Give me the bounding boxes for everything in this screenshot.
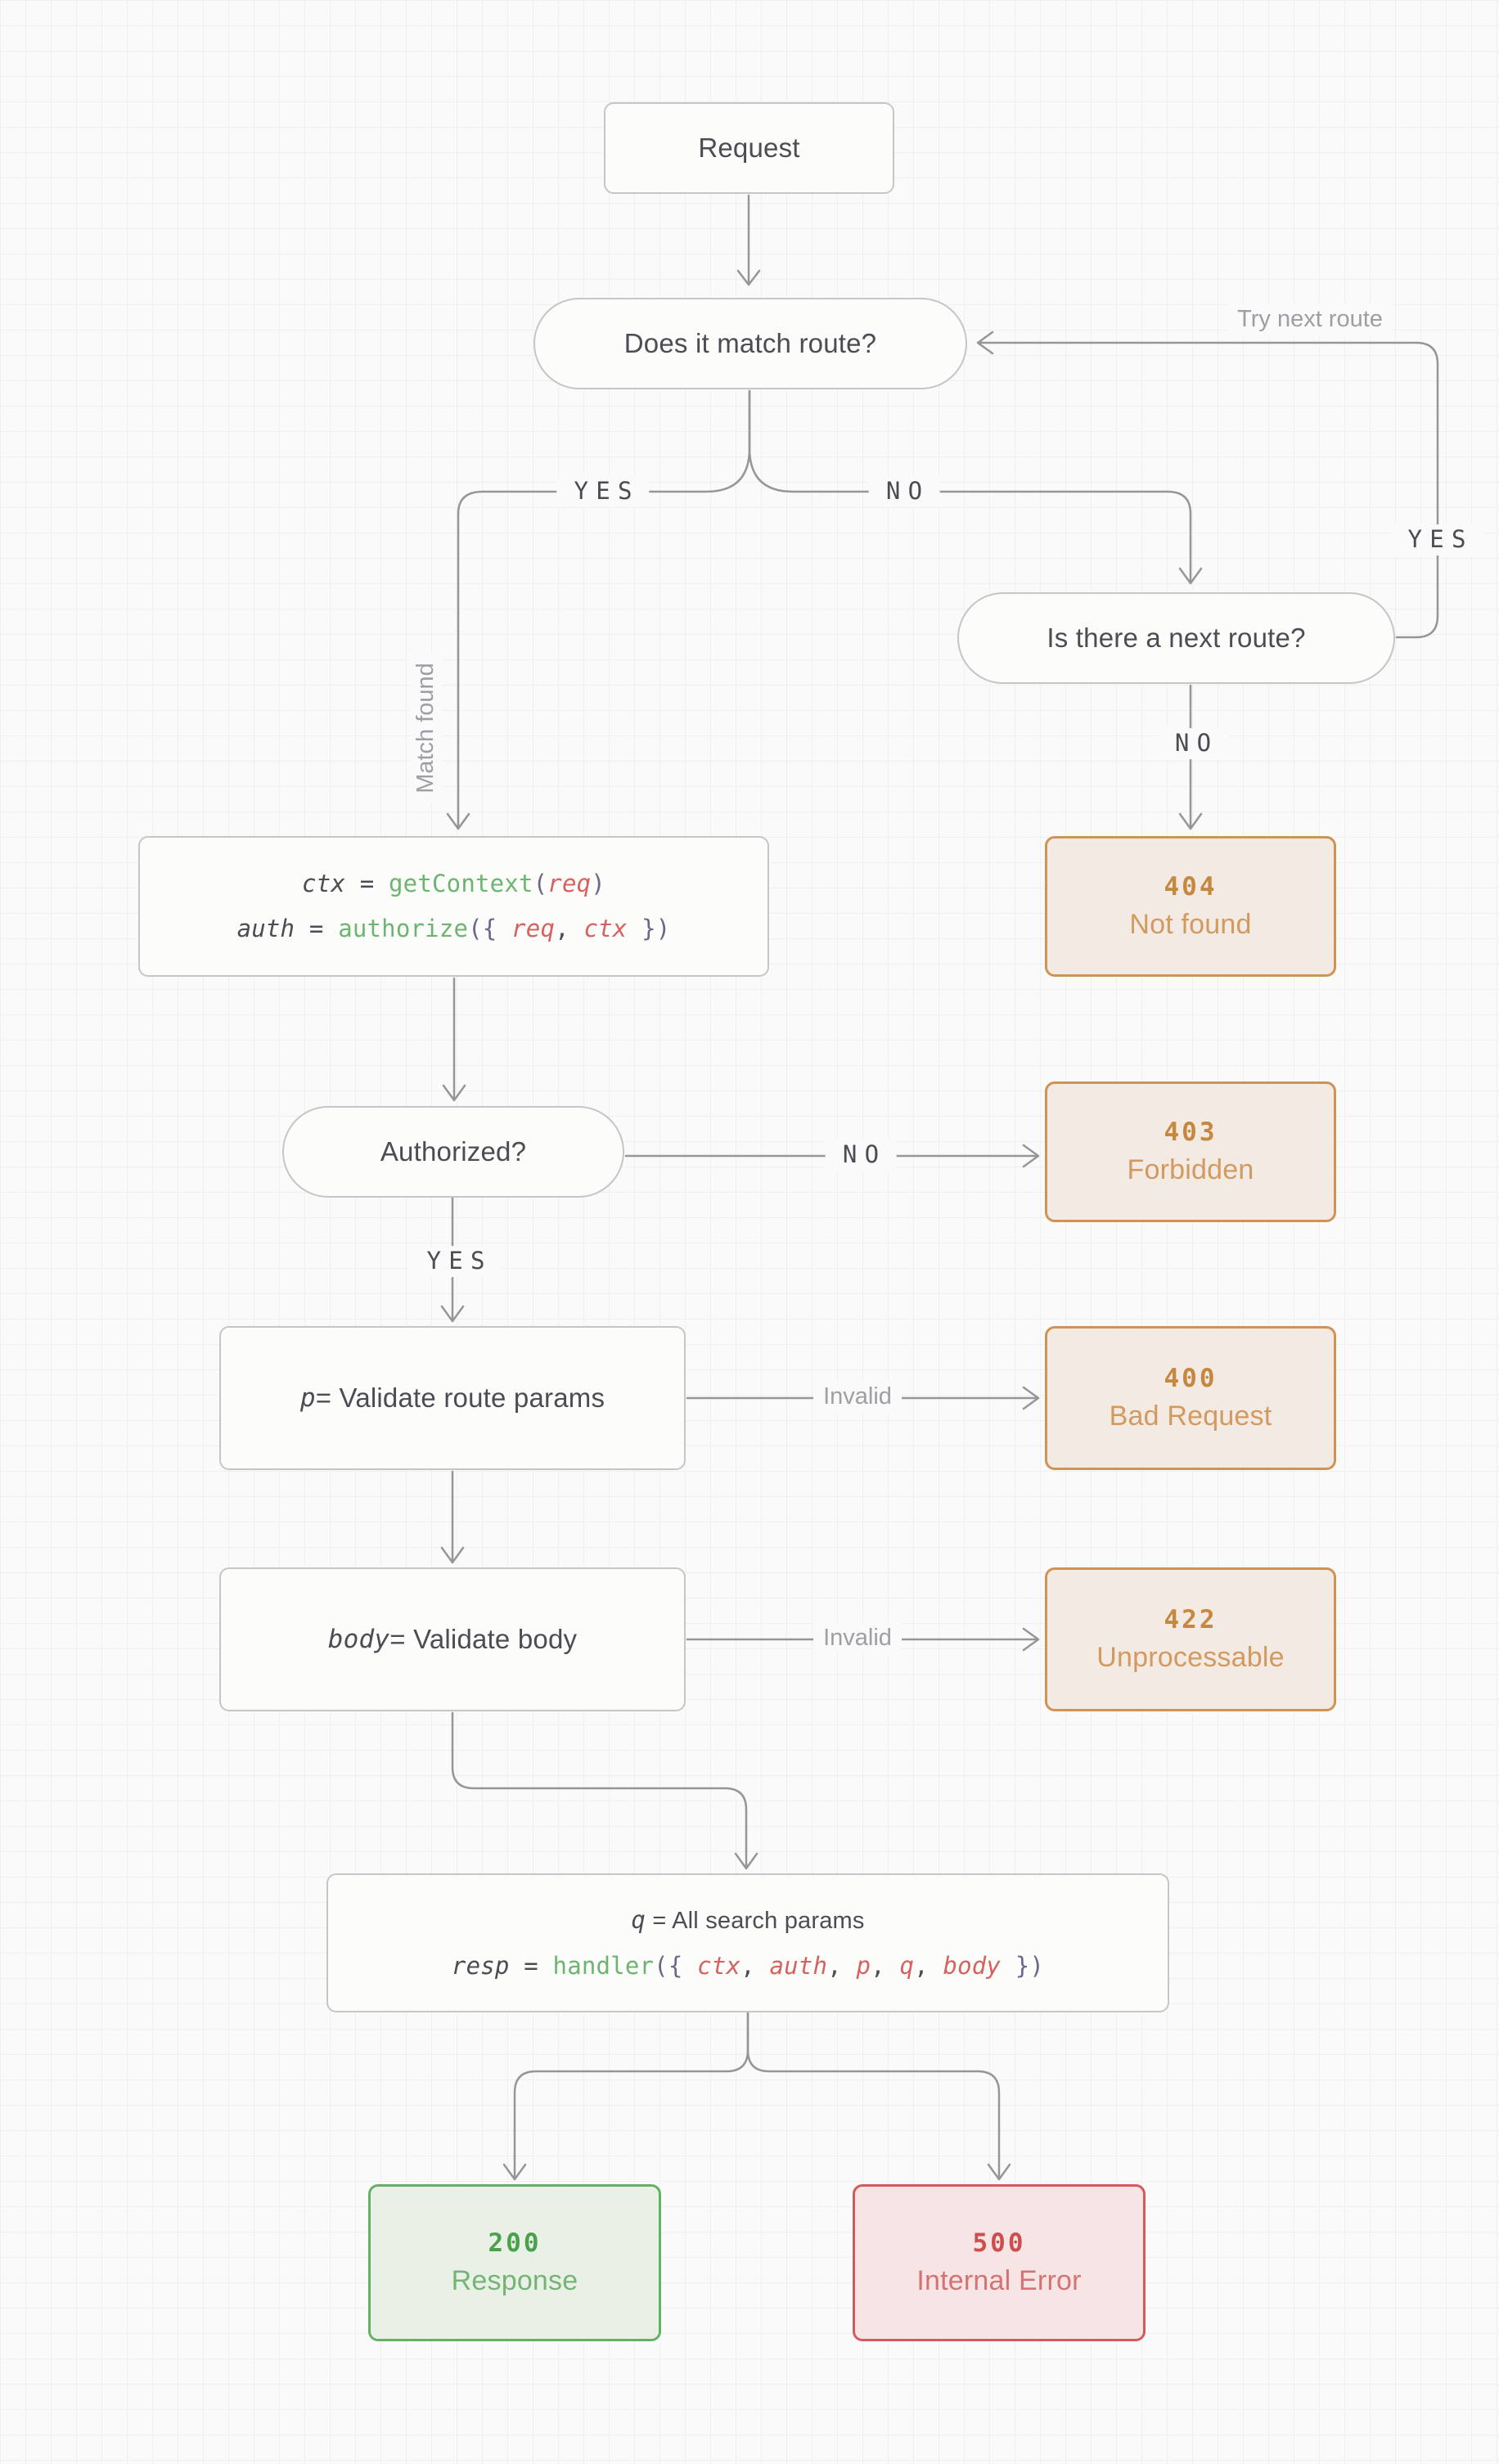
handler-code-node: q = All search params resp = handler({ c… xyxy=(326,1873,1169,2012)
code-token: ) xyxy=(591,870,605,897)
status-500-label: Internal Error xyxy=(916,2265,1082,2296)
next-route-decision: Is there a next route? xyxy=(957,592,1395,684)
code-token: = xyxy=(509,1951,553,1980)
code-token: }) xyxy=(627,915,671,942)
handler-q-var: q xyxy=(631,1905,646,1934)
handler-line-2: resp = handler({ ctx, auth, p, q, body }… xyxy=(452,1944,1044,1989)
status-200-node: 200 Response xyxy=(368,2184,661,2341)
status-200-code: 200 xyxy=(488,2228,542,2258)
code-token: , xyxy=(827,1951,857,1980)
code-token: body xyxy=(943,1951,1002,1980)
status-422-code: 422 xyxy=(1164,1605,1218,1634)
status-404-code: 404 xyxy=(1164,872,1218,902)
code-token: authorize xyxy=(338,915,469,942)
edge-handler-to-500 xyxy=(746,2012,1011,2181)
status-404-label: Not found xyxy=(1129,909,1252,940)
code-token: , xyxy=(555,915,584,942)
edge-body-to-handler xyxy=(451,1711,759,1870)
authorized-label: Authorized? xyxy=(380,1136,527,1167)
label-match-no: NO xyxy=(868,476,940,507)
validate-body-node: body = Validate body xyxy=(219,1567,686,1711)
code-token: req xyxy=(511,915,556,942)
status-403-code: 403 xyxy=(1164,1117,1218,1147)
code-token: ctx xyxy=(697,1951,741,1980)
code-token: ({ xyxy=(654,1951,698,1980)
code-token: ctx xyxy=(302,870,346,897)
validate-body-var: body xyxy=(327,1625,390,1654)
status-404-node: 404 Not found xyxy=(1045,836,1336,977)
edge-nextroute-yes-return xyxy=(976,330,1439,639)
code-token: getContext xyxy=(389,870,533,897)
code-token: , xyxy=(914,1951,943,1980)
status-400-label: Bad Request xyxy=(1109,1401,1272,1432)
code-token: auth xyxy=(769,1951,828,1980)
label-match-found: Match found xyxy=(411,653,442,803)
status-403-label: Forbidden xyxy=(1127,1154,1254,1185)
code-token: handler xyxy=(552,1951,655,1980)
code-token: = xyxy=(345,870,389,897)
context-code-line-2: auth = authorize({ req, ctx }) xyxy=(237,906,671,951)
authorized-decision: Authorized? xyxy=(282,1106,624,1198)
match-route-decision: Does it match route? xyxy=(533,298,967,389)
code-token: resp xyxy=(451,1951,510,1980)
code-token: }) xyxy=(1001,1951,1045,1980)
edge-request-to-match xyxy=(736,194,761,286)
label-next-route-no: NO xyxy=(1157,728,1229,759)
status-500-node: 500 Internal Error xyxy=(853,2184,1146,2341)
code-token: ctx xyxy=(583,915,628,942)
handler-line1-text: = All search params xyxy=(646,1907,865,1934)
code-token: auth xyxy=(236,915,295,942)
status-403-node: 403 Forbidden xyxy=(1045,1081,1336,1222)
context-code-line-1: ctx = getContext(req) xyxy=(302,861,605,906)
edge-match-no-to-nextroute xyxy=(748,389,1203,585)
code-token: q xyxy=(899,1951,915,1980)
label-body-invalid: Invalid xyxy=(813,1623,902,1654)
label-try-next-route: Try next route xyxy=(1227,304,1393,335)
edge-context-to-authorized xyxy=(442,977,466,1102)
code-token: , xyxy=(740,1951,770,1980)
edge-handler-to-200 xyxy=(502,2012,750,2181)
context-code-node: ctx = getContext(req) auth = authorize({… xyxy=(138,836,769,977)
label-params-invalid: Invalid xyxy=(813,1382,902,1413)
edge-match-yes-to-context xyxy=(446,389,751,830)
label-next-route-yes: YES xyxy=(1390,524,1483,555)
handler-line-1: q = All search params xyxy=(631,1898,864,1944)
label-authorized-no: NO xyxy=(825,1140,897,1171)
validate-params-node: p = Validate route params xyxy=(219,1326,686,1470)
validate-body-text: = Validate body xyxy=(389,1624,578,1654)
validate-params-var: p xyxy=(299,1383,316,1413)
status-400-code: 400 xyxy=(1164,1364,1218,1393)
validate-params-text: = Validate route params xyxy=(315,1383,605,1413)
status-200-label: Response xyxy=(451,2265,578,2296)
request-node: Request xyxy=(604,102,894,194)
code-token: ({ xyxy=(468,915,512,942)
next-route-label: Is there a next route? xyxy=(1047,623,1306,653)
status-400-node: 400 Bad Request xyxy=(1045,1326,1336,1470)
code-token: p xyxy=(856,1951,871,1980)
label-match-yes: YES xyxy=(556,476,650,507)
label-authorized-yes: YES xyxy=(409,1246,502,1277)
request-label: Request xyxy=(698,133,800,163)
code-token: = xyxy=(295,915,339,942)
status-422-node: 422 Unprocessable xyxy=(1045,1567,1336,1711)
status-500-code: 500 xyxy=(972,2228,1026,2258)
code-token: , xyxy=(871,1951,900,1980)
edge-params-to-body xyxy=(440,1470,465,1564)
code-token: req xyxy=(547,870,592,897)
match-route-label: Does it match route? xyxy=(623,328,877,358)
status-422-label: Unprocessable xyxy=(1096,1642,1285,1673)
code-token: ( xyxy=(533,870,548,897)
